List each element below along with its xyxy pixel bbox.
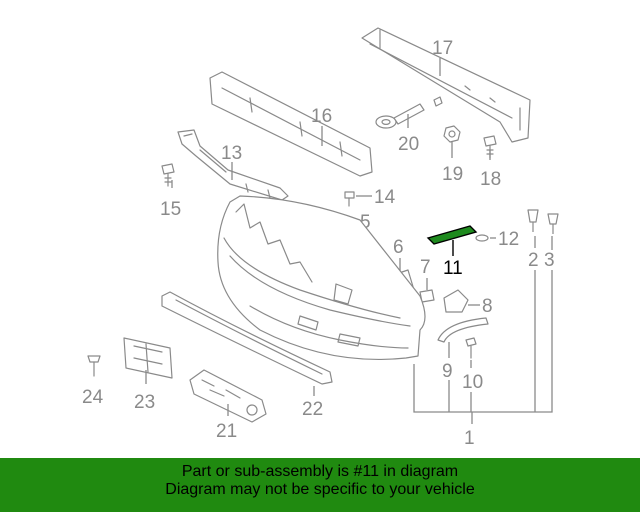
part-19-nut <box>443 125 461 143</box>
callout-20: 20 <box>398 134 419 155</box>
part-11-highlight <box>426 225 478 245</box>
lead-1-bracket <box>413 270 553 413</box>
part-20-tow-eye <box>375 96 443 129</box>
callout-24: 24 <box>82 387 104 408</box>
callout-8: 8 <box>482 296 493 317</box>
part-1-bumper-cover <box>217 195 426 361</box>
part-18-bolt <box>483 135 497 159</box>
callout-1: 1 <box>464 428 475 449</box>
callout-10: 10 <box>462 372 483 393</box>
part-24-clip <box>87 355 101 377</box>
part-15-bolt <box>161 163 175 187</box>
part-16-absorber <box>209 71 373 177</box>
part-3-bolt <box>547 213 559 234</box>
callout-15: 15 <box>160 199 181 220</box>
part-14-clip <box>344 191 355 207</box>
callout-18: 18 <box>480 169 501 190</box>
part-17-reinforcement <box>361 27 531 143</box>
callout-11: 11 <box>443 258 463 279</box>
part-12-grommet <box>475 234 489 242</box>
banner-line-2: Diagram may not be specific to your vehi… <box>165 481 475 498</box>
callout-22: 22 <box>302 399 323 420</box>
part-13-bracket <box>177 129 289 201</box>
callout-5: 5 <box>360 212 371 233</box>
part-2-bolt <box>527 209 539 232</box>
info-banner: Part or sub-assembly is #11 in diagram D… <box>0 458 640 512</box>
callout-3: 3 <box>544 250 555 271</box>
callout-2: 2 <box>528 250 539 271</box>
callout-21: 21 <box>216 421 237 442</box>
parts-diagram: 17 16 20 19 18 13 15 <box>82 27 559 449</box>
callout-23: 23 <box>134 392 155 413</box>
callout-14: 14 <box>374 187 396 208</box>
banner-line-1: Part or sub-assembly is #11 in diagram <box>181 463 459 480</box>
part-10-screw <box>465 337 477 359</box>
part-21-grille <box>189 369 267 423</box>
part-9-trim <box>437 317 489 343</box>
callout-12: 12 <box>498 229 519 250</box>
part-8-bracket <box>443 289 469 313</box>
callout-6: 6 <box>393 237 404 258</box>
part-23-plate-bracket <box>123 337 173 379</box>
callout-17: 17 <box>432 38 453 59</box>
callout-19: 19 <box>442 164 463 185</box>
callout-16: 16 <box>311 106 332 127</box>
callout-7: 7 <box>420 257 431 278</box>
callout-13: 13 <box>221 143 242 164</box>
part-22-spoiler <box>161 291 333 385</box>
callout-9: 9 <box>442 361 453 382</box>
